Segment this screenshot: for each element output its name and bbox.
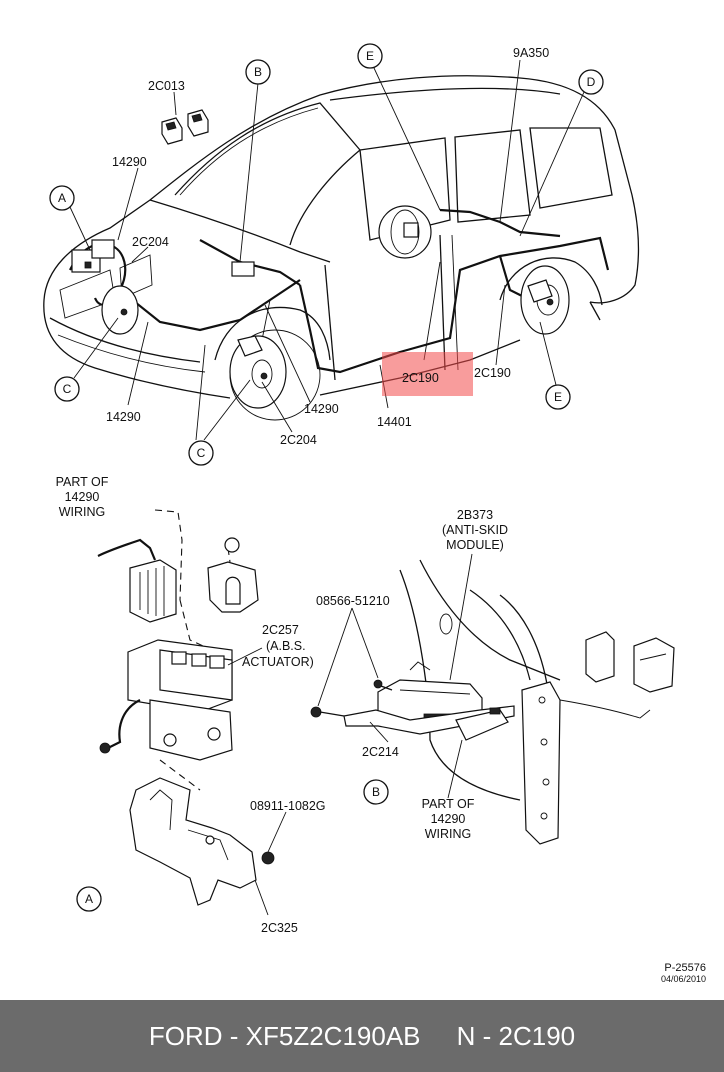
label-2c204-bottom: 2C204 [280,433,317,447]
callout-a-top: A [49,185,75,211]
abs-actuator-mini [71,239,115,273]
part-number-text: FORD - XF5Z2C190AB N - 2C190 [148,1020,576,1051]
svg-text:08911-1082G: 08911-1082G [250,799,326,813]
relay-2c013 [161,109,209,145]
callout-e-top: E [357,43,383,69]
label-14401: 14401 [377,415,412,429]
rear-brake-assembly [520,265,570,335]
svg-text:2B373: 2B373 [457,508,493,522]
svg-text:WIRING: WIRING [425,827,472,841]
module-connector-mini [231,261,255,277]
label-2c190-right: 2C190 [474,366,511,380]
svg-text:ACTUATOR): ACTUATOR) [242,655,314,669]
highlight-2c190 [382,352,473,396]
svg-text:A: A [85,892,93,906]
part-number-footer: FORD - XF5Z2C190AB N - 2C190 [0,1000,724,1072]
left-brake-assembly [101,285,139,335]
svg-text:C: C [63,382,72,396]
callout-c-left: C [54,376,80,402]
label-2c190-highlight: 2C190 [402,371,439,385]
svg-text:A: A [58,191,66,205]
label-14290-top: 14290 [112,155,147,169]
svg-text:(ANTI-SKID: (ANTI-SKID [442,523,508,537]
svg-text:B: B [254,65,262,79]
parts-diagram: A B E D C C E 2C013 14290 2C204 14290 14… [43,43,706,984]
svg-text:08566-51210: 08566-51210 [316,594,390,608]
svg-text:2C214: 2C214 [362,745,399,759]
label-2c013: 2C013 [148,79,185,93]
detail-a-illustration [97,509,275,906]
label-14290-mid: 14290 [304,402,339,416]
label-14290-left: 14290 [106,410,141,424]
svg-text:C: C [197,446,206,460]
svg-text:WIRING: WIRING [59,505,106,519]
callout-d-top: D [578,69,604,95]
svg-text:14290: 14290 [431,812,466,826]
svg-text:E: E [366,49,374,63]
callout-e-right: E [545,384,571,410]
front-brake-assembly [229,335,287,409]
label-2c204-top: 2C204 [132,235,169,249]
svg-text:2C325: 2C325 [261,921,298,935]
svg-text:PART OF: PART OF [422,797,475,811]
svg-text:2C257: 2C257 [262,623,299,637]
svg-text:(A.B.S.: (A.B.S. [266,639,306,653]
svg-text:E: E [554,390,562,404]
callout-b-bottom: B [363,779,389,805]
detail-a-labels: PART OF 14290 WIRING 2C257 (A.B.S. ACTUA… [56,475,326,935]
leader-lines-b [317,553,473,799]
leader-lines-top [69,59,585,441]
callout-a-bottom: A [76,886,102,912]
svg-text:PART OF: PART OF [56,475,109,489]
label-9a350: 9A350 [513,46,549,60]
svg-text:MODULE): MODULE) [446,538,504,552]
svg-text:D: D [587,75,596,89]
callout-b-top: B [245,59,271,85]
leader-lines-a [227,647,287,916]
reference-code: P-25576 [664,962,706,974]
svg-text:B: B [372,785,380,799]
svg-text:14290: 14290 [65,490,100,504]
callout-c-bottom: C [188,440,214,466]
detail-b-illustration [310,559,675,845]
detail-b-labels: 2B373 (ANTI-SKID MODULE) 08566-51210 2C2… [316,508,508,841]
reference-date: 04/06/2010 [661,974,706,984]
